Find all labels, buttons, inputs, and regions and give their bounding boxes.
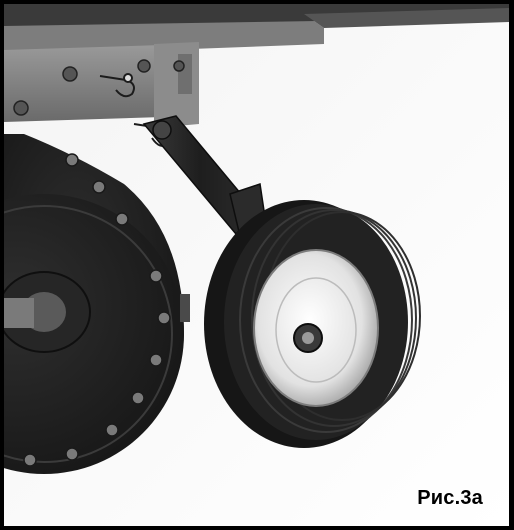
figure-caption: Рис.3а	[417, 487, 483, 509]
housing-bolts	[23, 153, 171, 467]
plate-bolts	[13, 59, 185, 116]
depth-wheel	[204, 200, 421, 448]
axle-hub	[4, 271, 190, 353]
tiller-wheel-illustration	[4, 4, 509, 526]
